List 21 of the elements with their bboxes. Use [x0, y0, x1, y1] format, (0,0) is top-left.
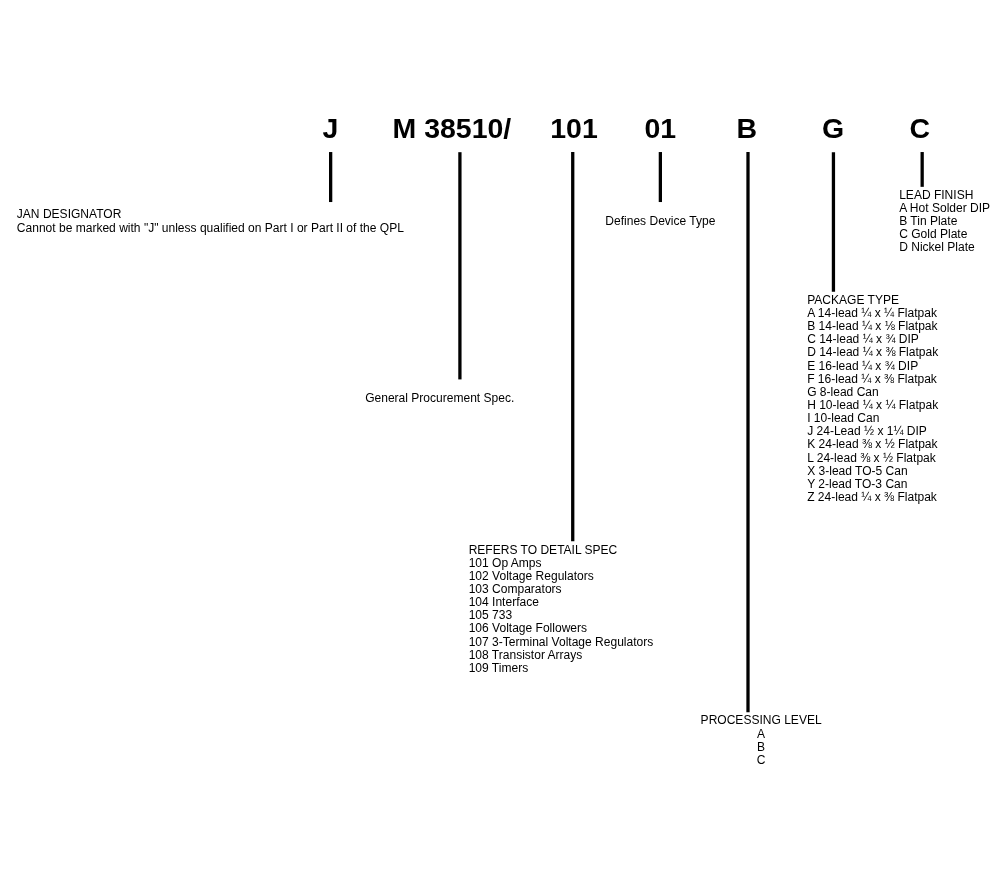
connector [658, 152, 662, 203]
node-text: Defines Device Type [605, 213, 716, 228]
node-text: PROCESSING LEVEL A B C [700, 713, 822, 767]
node-text: 01 [644, 111, 677, 144]
connector [571, 152, 575, 542]
node-text: B [736, 111, 758, 144]
connector [746, 152, 750, 713]
node-text: LEAD FINISH A Hot Solder DIP B Tin Plate C Gold Plate D Nickel Plate [899, 187, 991, 255]
connector [831, 152, 836, 292]
node-text: JAN DESIGNATOR Cannot be marked with "J" unless qualified on Part I or Part II of the QPL [16, 207, 404, 235]
node-text: J [322, 111, 339, 144]
connector [920, 152, 924, 187]
node-text: PACKAGE TYPE A 14-lead ¼ x ¼ Flatpak B 14-lead ¼ x ⅛ Flatpak C 14-lead ¼ x ¾ DIP D 14-lead ¼ x ⅜ Flatpak E 16-lead ¼ x ¾ DIP F 16-lead ¼ x ⅜ Flatpak G 8-lead Can H 10-lead ¼ x ¼ Flatpak I 10-lead Can J 24-Lead ½ x 1¼ DIP K 24-lead ⅜ x ½ Flatpak L 24-lead ⅜ x ½ Flatpak X 3-lead TO-5 Can Y 2-lead TO-3 Can Z 24-lead ¼ x ⅜ Flatpak [807, 292, 939, 505]
node-text: C [909, 111, 931, 144]
node-text: 101 [550, 111, 598, 144]
connector [458, 152, 462, 380]
node-text: General Procurement Spec. [365, 391, 515, 406]
node-text: M 38510/ [392, 111, 512, 144]
node-text: REFERS TO DETAIL SPEC 101 Op Amps 102 Voltage Regulators 103 Comparators 104 Interface 105 733 106 Voltage Followers 107 3-Terminal Voltage Regulators 108 Transistor Arrays 109 Timers [468, 542, 654, 675]
connector [329, 152, 333, 203]
node-text: G [821, 111, 845, 144]
